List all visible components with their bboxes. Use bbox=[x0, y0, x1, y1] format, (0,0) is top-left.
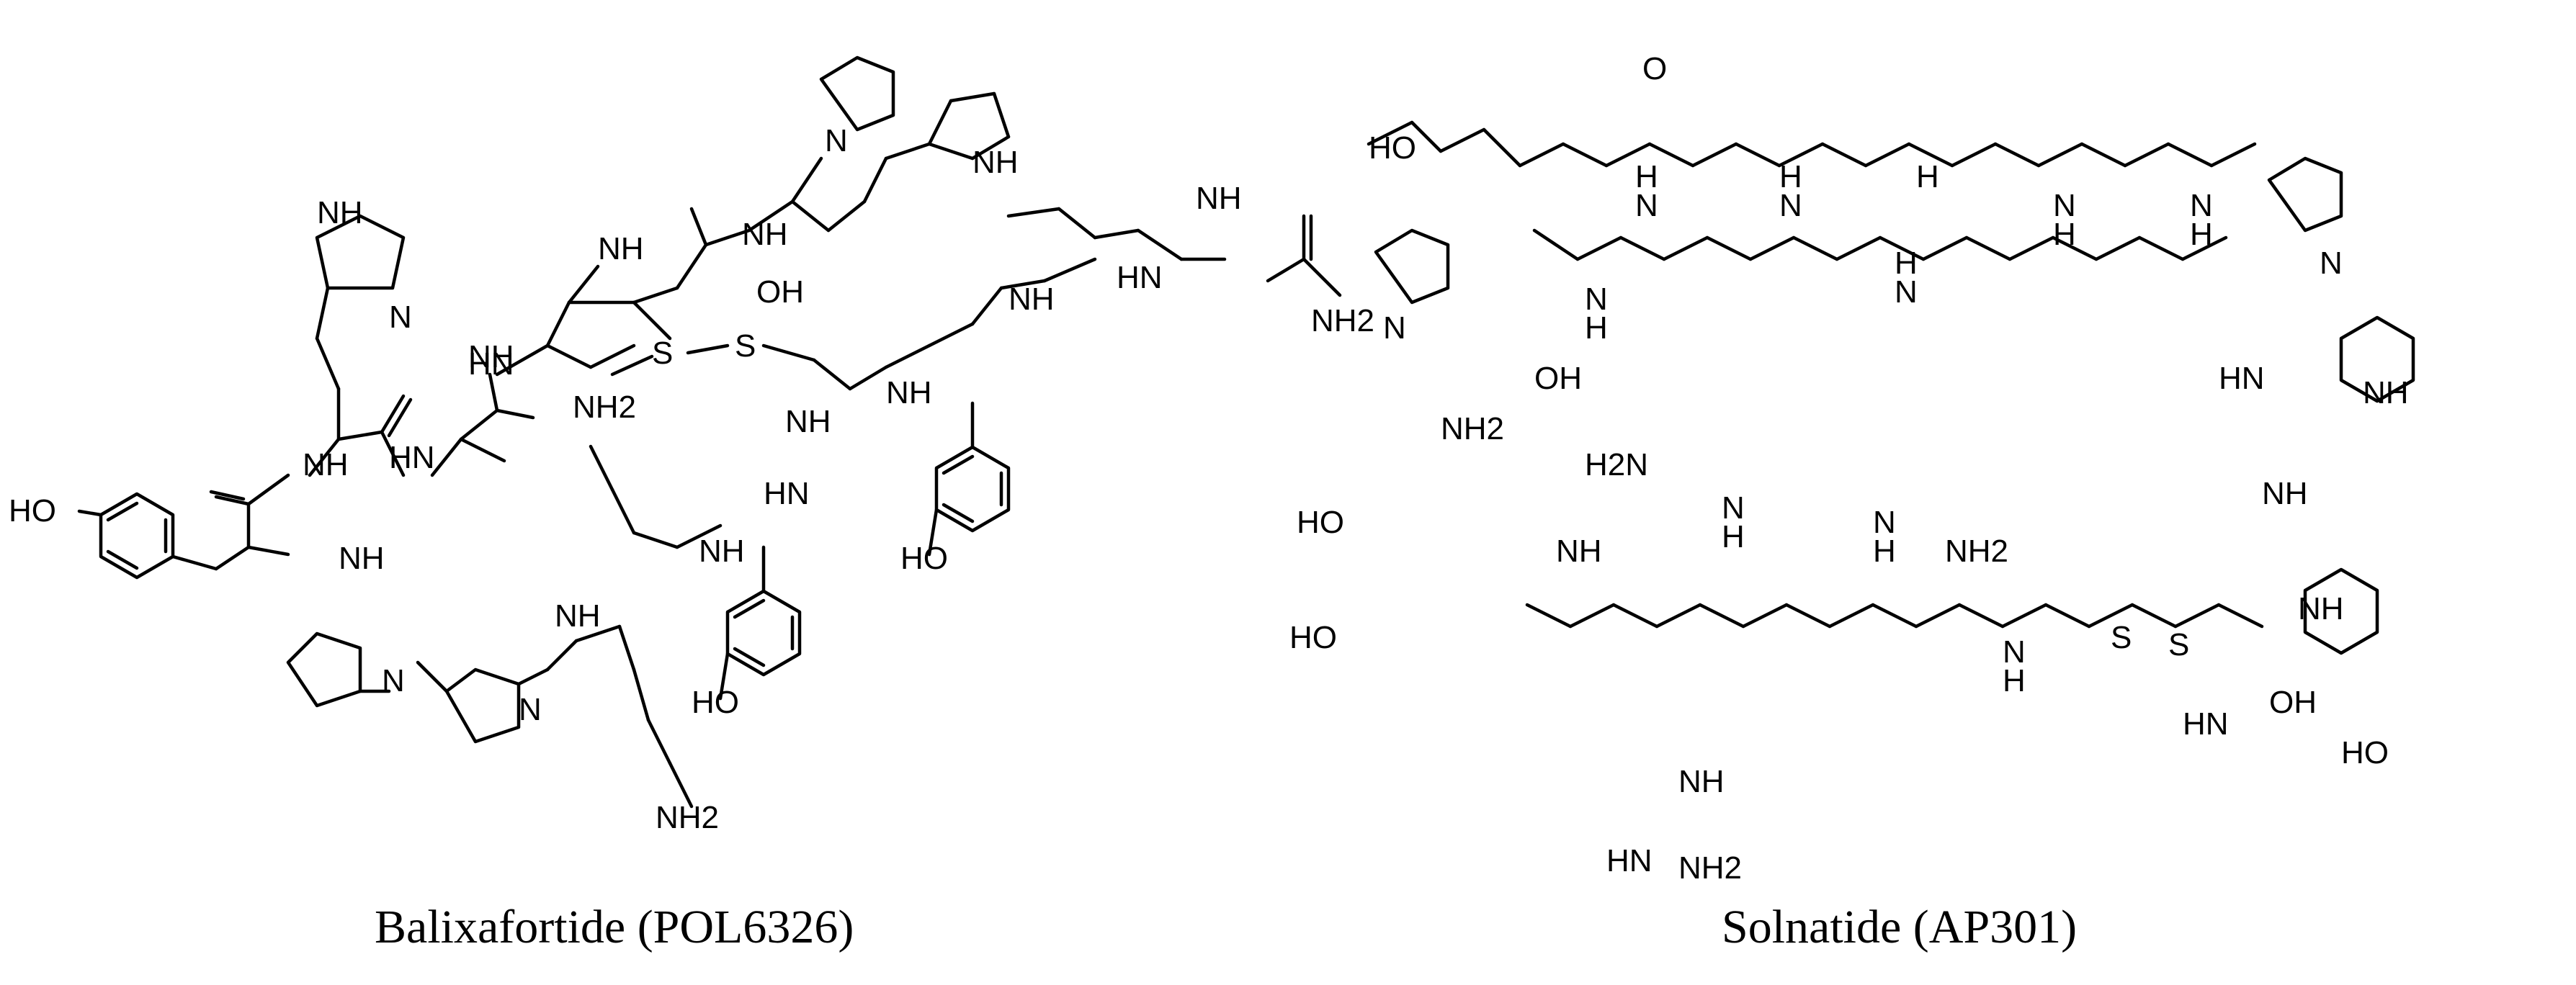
atom-label: HO bbox=[692, 685, 739, 720]
atom-label: N bbox=[519, 692, 542, 727]
atom-label: S bbox=[652, 336, 673, 371]
atom-label: NH2 bbox=[1678, 850, 1742, 886]
balixafortide-structure: HO NH N NH HN NH NH N N HN NH2 NH NH HN … bbox=[9, 55, 1374, 835]
atom-label: H bbox=[2053, 217, 2076, 252]
atom-label: NH bbox=[555, 598, 601, 634]
atom-label: OH bbox=[2269, 685, 2317, 720]
atom-label: NH bbox=[468, 339, 514, 374]
tyrosine-ring-lower bbox=[718, 545, 802, 701]
atom-label: OH bbox=[756, 274, 804, 310]
atom-label: NH bbox=[303, 447, 349, 482]
atom-label: S bbox=[2111, 620, 2132, 655]
atom-label: NH bbox=[1556, 534, 1602, 569]
atom-label: NH bbox=[2363, 375, 2409, 410]
atom-label: H bbox=[2003, 663, 2026, 698]
proline-rings-left bbox=[286, 55, 895, 809]
atom-label: HN bbox=[389, 440, 435, 475]
atom-label: N bbox=[2053, 188, 2076, 223]
atom-label: NH bbox=[339, 541, 385, 576]
atom-label: N bbox=[1895, 274, 1918, 310]
atom-label: N bbox=[1779, 188, 1802, 223]
atom-label: O bbox=[1642, 51, 1667, 86]
atom-label: NH bbox=[2262, 476, 2308, 511]
solnatide-rings bbox=[1374, 156, 2415, 655]
atom-label: HN bbox=[1117, 260, 1163, 295]
atom-label: H bbox=[1895, 246, 1918, 281]
solnatide-lower-chain bbox=[1525, 603, 2264, 629]
atom-label: N bbox=[2320, 246, 2343, 281]
atom-label: HN bbox=[1606, 843, 1653, 878]
atom-label: HO bbox=[2341, 735, 2389, 770]
atom-label: N bbox=[389, 300, 412, 335]
atom-label: HO bbox=[9, 493, 56, 529]
atom-label: HO bbox=[1289, 620, 1337, 655]
tyrosine-ring-left bbox=[77, 473, 290, 580]
atom-label: NH bbox=[785, 404, 831, 439]
atom-label: H bbox=[1635, 159, 1658, 194]
atom-label: H bbox=[1873, 534, 1896, 569]
atom-label: S bbox=[2168, 627, 2189, 662]
atom-label: H bbox=[1916, 159, 1939, 194]
atom-label: HN bbox=[764, 476, 810, 511]
atom-label: NH2 bbox=[656, 800, 719, 835]
atom-label: H bbox=[1779, 159, 1802, 194]
atom-label: NH bbox=[1196, 181, 1242, 216]
molecule-caption-solnatide: Solnatide (AP301) bbox=[1722, 901, 2078, 953]
disulfide-bridge-left bbox=[610, 257, 1097, 391]
atom-label: N bbox=[1383, 310, 1406, 346]
atom-label: NH bbox=[317, 195, 363, 230]
atom-label: NH bbox=[972, 145, 1019, 180]
solnatide-backbone bbox=[1367, 120, 2257, 261]
atom-label: N bbox=[825, 123, 848, 158]
atom-label: N bbox=[1635, 188, 1658, 223]
atom-label: N bbox=[1585, 282, 1608, 317]
atom-label: N bbox=[1722, 490, 1745, 526]
atom-label: HO bbox=[900, 541, 948, 576]
atom-label: NH bbox=[886, 375, 932, 410]
atom-label: NH2 bbox=[1945, 534, 2008, 569]
molecule-caption-balixafortide: Balixafortide (POL6326) bbox=[375, 901, 854, 953]
atom-label: H2N bbox=[1585, 447, 1648, 482]
tyrosine-ring-right bbox=[927, 401, 1011, 557]
atom-label: H bbox=[2190, 217, 2213, 252]
atom-label: N bbox=[1873, 505, 1896, 540]
atom-label: HN bbox=[468, 346, 514, 382]
atom-label: N bbox=[2190, 188, 2213, 223]
atom-label: NH bbox=[598, 231, 644, 266]
atom-label: NH2 bbox=[1311, 303, 1374, 338]
atom-label: HN bbox=[2219, 361, 2265, 396]
atom-label: OH bbox=[1534, 361, 1582, 396]
atom-label: NH bbox=[699, 534, 745, 569]
histidine-sidechain bbox=[308, 214, 413, 477]
glutamine-sidechain-left bbox=[589, 444, 723, 549]
atom-label: NH bbox=[1678, 764, 1725, 799]
atom-label: NH2 bbox=[573, 390, 636, 425]
solnatide-structure: HO NH2 HO O H N N H N H H N N H N H OH N… bbox=[1289, 51, 2415, 886]
atom-label: NH bbox=[742, 217, 788, 252]
atom-label: H bbox=[1722, 519, 1745, 554]
atom-label: NH bbox=[2298, 591, 2344, 626]
atom-label: HO bbox=[1369, 130, 1416, 166]
atom-label: H bbox=[1585, 310, 1608, 346]
atom-label: HO bbox=[1297, 505, 1344, 540]
arginine-sidechain-left bbox=[1006, 207, 1342, 297]
central-backbone bbox=[430, 91, 1011, 477]
atom-label: NH bbox=[1009, 282, 1055, 317]
atom-label: NH2 bbox=[1441, 411, 1504, 446]
atom-label: N bbox=[382, 663, 405, 698]
atom-label: S bbox=[735, 328, 756, 364]
atom-label: N bbox=[2003, 634, 2026, 670]
atom-label: HN bbox=[2183, 706, 2229, 742]
